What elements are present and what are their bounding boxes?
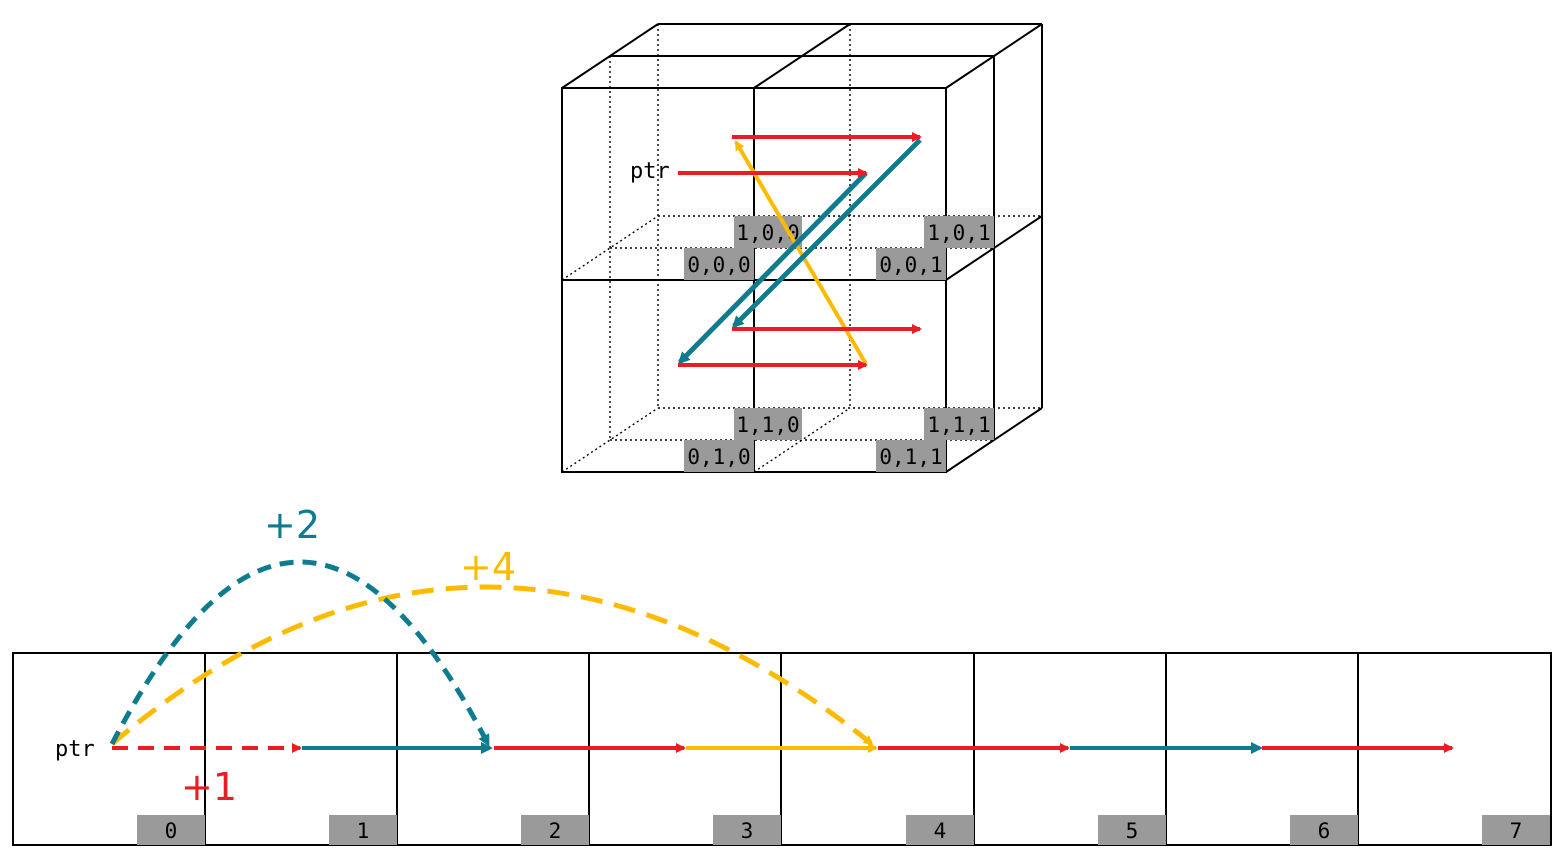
- array-index-label: 7: [1482, 815, 1550, 845]
- array-index-label: 4: [906, 815, 974, 845]
- array-index-label: 0: [137, 815, 205, 845]
- svg-text:0: 0: [165, 819, 178, 843]
- cube-coord-label: 1,1,0: [734, 408, 802, 440]
- cube-coord-label: 0,1,1: [876, 440, 946, 472]
- svg-text:0,1,1: 0,1,1: [879, 445, 942, 469]
- stride-4-arc: [110, 584, 874, 746]
- stride-4-label: +4: [460, 545, 516, 589]
- svg-text:0,1,0: 0,1,0: [687, 445, 750, 469]
- cube-coord-label: 1,0,0: [734, 216, 802, 248]
- cube-coord-label: 0,0,0: [684, 248, 754, 280]
- cube-traversal-arrows: [677, 132, 922, 370]
- svg-text:7: 7: [1510, 819, 1523, 843]
- cube-coord-label: 1,0,1: [924, 216, 994, 248]
- svg-text:1,1,0: 1,1,0: [736, 413, 799, 437]
- array-index-label: 6: [1290, 815, 1358, 845]
- svg-text:3: 3: [741, 819, 754, 843]
- svg-text:5: 5: [1126, 819, 1139, 843]
- stride-1-label: +1: [181, 765, 237, 809]
- cube-coord-label: 0,1,0: [684, 440, 754, 472]
- svg-text:1: 1: [357, 819, 370, 843]
- teal-arrow: [677, 171, 868, 365]
- teal-arrow: [731, 138, 922, 329]
- svg-text:0,0,0: 0,0,0: [687, 253, 750, 277]
- svg-text:0,0,1: 0,0,1: [879, 253, 942, 277]
- array-index-label: 5: [1098, 815, 1166, 845]
- svg-text:6: 6: [1318, 819, 1331, 843]
- array-index-label: 2: [521, 815, 589, 845]
- array-index-label: 1: [329, 815, 397, 845]
- cube-3d: 1,0,0 1,0,1 0,0,0 0,0,1 1,1,0 1,1,1 0,1,…: [561, 23, 1043, 473]
- cube-pointer-label: ptr: [630, 159, 670, 184]
- array-pointer-label: ptr: [55, 737, 95, 762]
- stride-2-label: +2: [264, 503, 320, 547]
- svg-text:2: 2: [549, 819, 562, 843]
- svg-text:1,1,1: 1,1,1: [927, 413, 990, 437]
- cube-coord-label: 1,1,1: [924, 408, 994, 440]
- array-index-label: 3: [713, 815, 781, 845]
- cube-coord-label: 0,0,1: [876, 248, 946, 280]
- stride-2-arc: [109, 559, 491, 747]
- svg-text:4: 4: [934, 819, 947, 843]
- svg-text:1,0,1: 1,0,1: [927, 221, 990, 245]
- linear-array: 0 1 2 3 4 5 6 7: [12, 503, 1552, 846]
